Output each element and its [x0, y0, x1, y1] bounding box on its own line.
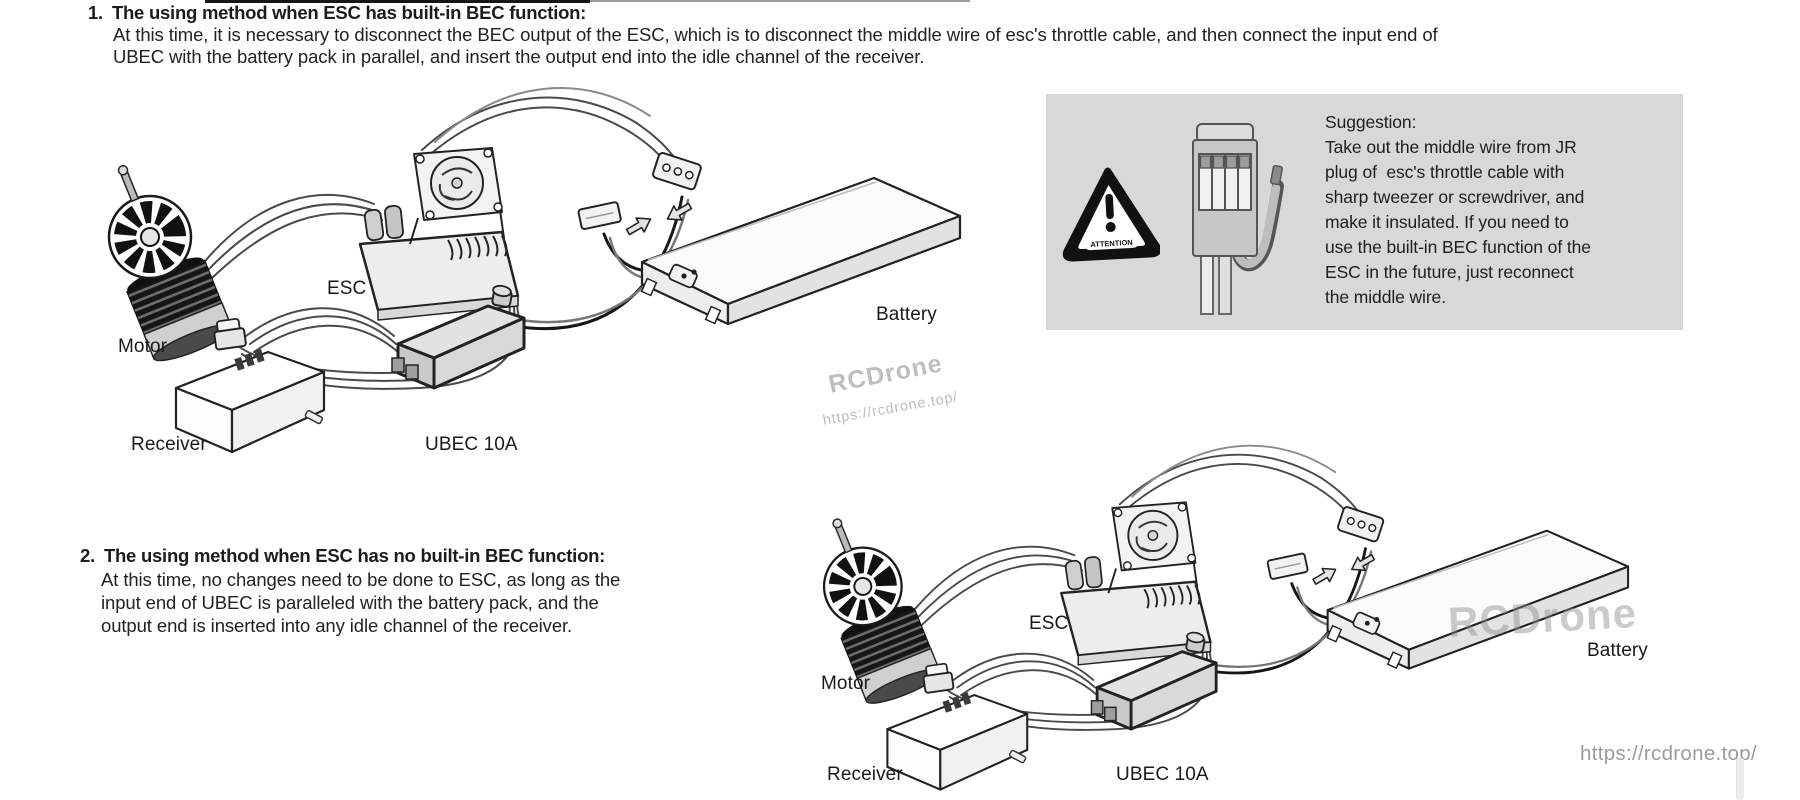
attention-icon-label: ATTENTION [1090, 238, 1133, 249]
section1-body-line1: At this time, it is necessary to disconn… [113, 24, 1438, 45]
section1-heading: 1. The using method when ESC has built-in… [88, 2, 586, 24]
top-edge-artifact [205, 0, 590, 3]
section1-number: 1. [88, 2, 103, 23]
section2-body-line2: input end of UBEC is paralleled with the… [101, 592, 599, 613]
diagram2-label-receiver: Receiver [827, 764, 903, 785]
diagram1-label-esc: ESC [327, 278, 367, 299]
scrollbar-thumb[interactable] [1736, 758, 1744, 800]
diagram1-label-battery: Battery [876, 304, 937, 325]
suggestion-text: Suggestion: Take out the middle wire fro… [1325, 110, 1591, 310]
section1-body-line2: UBEC with the battery pack in parallel, … [113, 46, 925, 67]
suggestion-line: Take out the middle wire from JR [1325, 137, 1577, 157]
suggestion-line: the middle wire. [1325, 287, 1446, 307]
section2-number: 2. [80, 545, 95, 566]
section2-heading-text: The using method when ESC has no built-i… [103, 545, 606, 566]
watermark-url-bottom: https://rcdrone.top/ [1580, 742, 1757, 765]
diagram2-label-motor: Motor [821, 673, 871, 694]
suggestion-line: sharp tweezer or screwdriver, and [1325, 187, 1585, 207]
suggestion-box: ATTENTION Suggestion: Take out the middl… [1046, 94, 1683, 330]
suggestion-line: use the built-in BEC function of the [1325, 237, 1591, 257]
section2-heading: 2. The using method when ESC has no built… [80, 545, 605, 567]
watermark-brand-bottom: RCDrone [1446, 589, 1639, 646]
attention-icon: ATTENTION [1062, 167, 1160, 262]
diagram1-label-ubec: UBEC 10A [425, 434, 518, 455]
diagram1-label-receiver: Receiver [131, 434, 207, 455]
section2-body-line1: At this time, no changes need to be done… [101, 569, 621, 590]
diagram2-label-esc: ESC [1029, 613, 1069, 634]
suggestion-line: Suggestion: [1325, 112, 1417, 132]
diagram1-label-motor: Motor [118, 336, 168, 357]
suggestion-line: plug of esc's throttle cable with [1325, 162, 1565, 182]
diagram2-label-battery: Battery [1587, 640, 1648, 661]
suggestion-line: ESC in the future, just reconnect [1325, 262, 1574, 282]
section2-body-line3: output end is inserted into any idle cha… [101, 615, 573, 636]
section1-heading-text: The using method when ESC has built-in B… [111, 2, 587, 23]
jr-plug-icon [1192, 123, 1284, 315]
diagram2-label-ubec: UBEC 10A [1116, 764, 1209, 785]
suggestion-line: make it insulated. If you need to [1325, 212, 1569, 232]
top-edge-artifact-thin [590, 0, 970, 2]
